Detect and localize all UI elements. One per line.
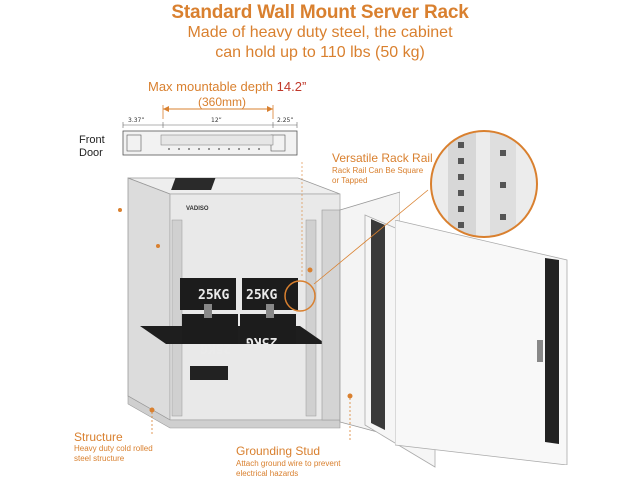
weight-label-top-right: 25KG bbox=[246, 288, 278, 303]
depth-metric: (360mm) bbox=[198, 95, 247, 109]
grounding-desc: Attach ground wire to prevent electrical… bbox=[236, 459, 341, 478]
depth-label-row: Max mountable depth 14.2” bbox=[148, 79, 306, 94]
weight-label-top-left: 25KG bbox=[198, 288, 230, 303]
page-title: Standard Wall Mount Server Rack bbox=[171, 2, 469, 23]
brand-label: VADISO bbox=[186, 206, 209, 212]
dim-left: 3.37” bbox=[128, 117, 145, 124]
subtitle-line-2: can hold up to 110 lbs (50 kg) bbox=[215, 44, 425, 61]
depth-label: Max mountable depth bbox=[148, 79, 274, 94]
rail-callout-connector bbox=[284, 160, 429, 312]
front-door-label: Front Door bbox=[79, 134, 105, 159]
rail-title: Versatile Rack Rail bbox=[332, 151, 433, 165]
dim-mid: 12” bbox=[211, 117, 222, 124]
top-view-diagram bbox=[122, 105, 298, 156]
rail-zoom-circle bbox=[430, 130, 538, 238]
rail-desc: Rack Rail Can Be Square or Tapped bbox=[332, 166, 424, 185]
door-handle bbox=[537, 340, 543, 362]
weight-bottom-right bbox=[240, 314, 296, 344]
depth-value: 14.2” bbox=[276, 79, 307, 94]
structure-desc: Heavy duty cold rolled steel structure bbox=[74, 444, 153, 463]
grounding-title: Grounding Stud bbox=[236, 444, 321, 458]
weight-bottom-left bbox=[182, 314, 238, 344]
dim-right: 2.25” bbox=[277, 117, 294, 124]
structure-title: Structure bbox=[74, 430, 123, 444]
subtitle-line-1: Made of heavy duty steel, the cabinet bbox=[187, 24, 453, 41]
callout-markers bbox=[118, 208, 353, 440]
door-panel bbox=[395, 220, 568, 465]
